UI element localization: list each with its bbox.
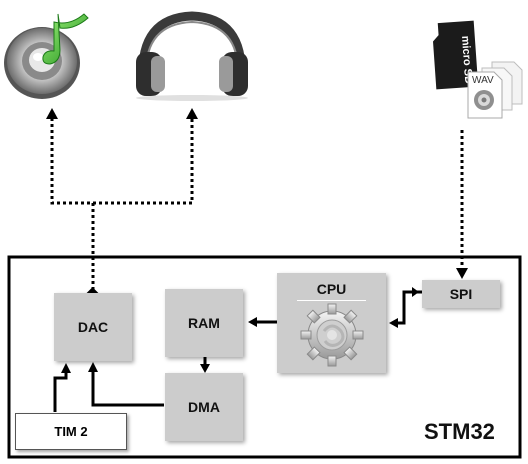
- spi-label: SPI: [449, 286, 473, 302]
- dac-label: DAC: [77, 319, 109, 335]
- dac-block: DAC: [54, 293, 132, 361]
- cpu-block: CPU: [277, 273, 386, 373]
- ram-to-dma-arrowhead: [200, 364, 210, 373]
- spi-to-cpu-arrowhead: [412, 287, 419, 297]
- dma-to-dac-arrowhead: [88, 362, 98, 372]
- dma-block: DMA: [165, 373, 243, 441]
- cpu-label: CPU: [316, 281, 347, 297]
- spi-arrowhead: [456, 268, 468, 279]
- tim2-block: TIM 2: [15, 413, 127, 450]
- dma-label: DMA: [188, 399, 220, 415]
- wav-file-icon: [467, 61, 523, 119]
- gear-icon: [300, 303, 364, 367]
- ram-label: RAM: [188, 315, 220, 331]
- music-speaker-icon: [4, 13, 89, 99]
- headphones-arrowhead: [186, 108, 198, 119]
- speaker-arrowhead: [46, 108, 58, 119]
- cpu-divider: [297, 300, 366, 301]
- tim2-label: TIM 2: [54, 424, 88, 439]
- audio-output-connectors: [50, 118, 194, 292]
- spi-block: SPI: [422, 280, 500, 308]
- ram-block: RAM: [165, 289, 243, 357]
- chip-label: STM32: [424, 419, 495, 444]
- stm32-boundary: [7, 255, 522, 459]
- cpu-to-ram-arrowhead: [248, 317, 257, 327]
- headphones-icon: [136, 11, 248, 101]
- cpu-in-arrowhead: [389, 318, 398, 328]
- tim-to-dac-arrowhead: [61, 363, 71, 373]
- wav-file-badge: WAV: [472, 75, 494, 86]
